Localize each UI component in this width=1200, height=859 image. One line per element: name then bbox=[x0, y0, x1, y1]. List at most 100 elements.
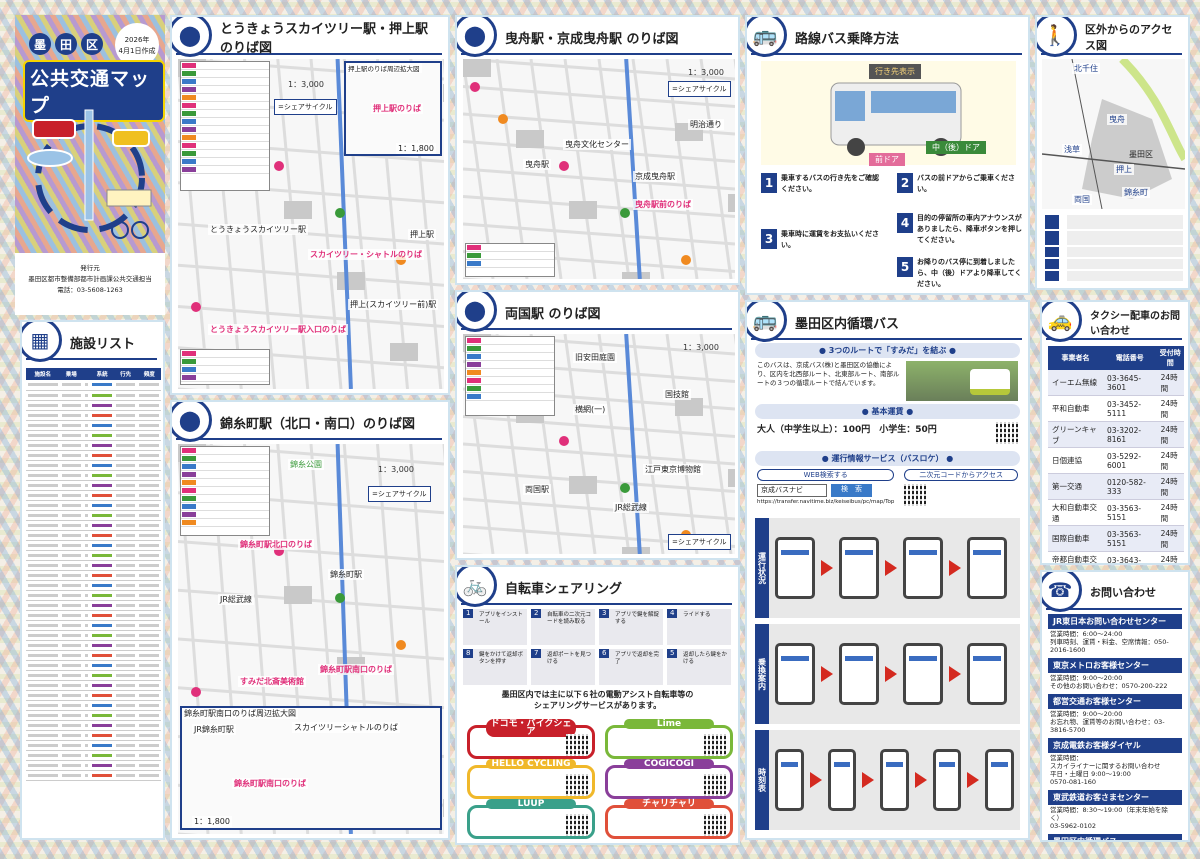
legend-row bbox=[466, 260, 554, 268]
phone-number[interactable]: 03-3643-6881 bbox=[1103, 551, 1157, 563]
table-row bbox=[26, 580, 161, 591]
cell-bar bbox=[139, 603, 159, 607]
cell-bar bbox=[115, 723, 136, 727]
cell-bar bbox=[92, 653, 112, 657]
qr-code[interactable] bbox=[566, 734, 588, 756]
cell-bar bbox=[28, 603, 58, 607]
phone-number[interactable]: 03-3563-5151 bbox=[1103, 499, 1157, 526]
table-cell bbox=[83, 730, 91, 741]
phone-screenshot bbox=[839, 643, 879, 705]
legend-row bbox=[181, 62, 269, 70]
table-cell bbox=[59, 710, 84, 721]
table-row bbox=[26, 650, 161, 661]
route-color bbox=[467, 245, 481, 250]
service-card[interactable]: ドコモ・バイクシェア bbox=[467, 719, 595, 759]
table-cell bbox=[26, 380, 60, 391]
step-number: 3 bbox=[599, 609, 610, 618]
service-card[interactable]: Lime bbox=[605, 719, 733, 759]
table-cell bbox=[113, 740, 138, 751]
qr-code[interactable] bbox=[904, 484, 927, 506]
map-label: 錦糸町駅南口のりば bbox=[232, 778, 308, 789]
phone-number[interactable]: 03-3452-5111 bbox=[1103, 395, 1157, 422]
bus-navi-url[interactable]: https://transfer.navitime.biz/keiseibus/… bbox=[757, 499, 895, 505]
table-cell bbox=[59, 620, 84, 631]
cell-bar bbox=[92, 713, 112, 717]
table-row bbox=[26, 700, 161, 711]
access-map[interactable]: 北千住 墨田区 押上 曳舟 錦糸町 両国 浅草 bbox=[1041, 56, 1188, 210]
row-label: 乗換案内 bbox=[755, 624, 769, 724]
table-cell bbox=[26, 730, 60, 741]
service-card[interactable]: HELLO CYCLING bbox=[467, 759, 595, 799]
legend-row bbox=[466, 345, 554, 353]
qr-code[interactable] bbox=[996, 422, 1018, 444]
table-row bbox=[26, 470, 161, 481]
qr-code[interactable] bbox=[566, 774, 588, 796]
col-header: 事業者名 bbox=[1048, 346, 1103, 370]
cell-bar bbox=[115, 583, 136, 587]
cell-bar bbox=[115, 433, 136, 437]
table-cell bbox=[137, 750, 161, 761]
qr-code[interactable] bbox=[704, 734, 726, 756]
map[interactable]: 1：3,000 =シェアサイクル 旧安田庭園 両国駅 横網(一) 国技館 江戸東… bbox=[461, 332, 738, 558]
cell-bar bbox=[92, 583, 112, 587]
cell-bar bbox=[61, 753, 82, 757]
table-cell bbox=[83, 630, 91, 641]
table-cell bbox=[26, 540, 60, 551]
table-cell bbox=[26, 760, 60, 771]
map[interactable]: 1：3,000 =シェアサイクル 曳舟文化センター 曳舟駅 京成曳舟駅 曳舟駅前… bbox=[461, 57, 738, 283]
facility-list-panel: ▦施設リスト 施設名乗場系統行先頻度 bbox=[20, 320, 165, 840]
cell-bar bbox=[115, 483, 136, 487]
cell-bar bbox=[85, 533, 89, 537]
table-cell bbox=[113, 720, 138, 731]
cell-bar bbox=[92, 773, 112, 777]
taxi-icon: 🚕 bbox=[1042, 302, 1082, 342]
station-label: 錦糸町駅 bbox=[328, 569, 364, 580]
cover-illustration bbox=[27, 109, 152, 239]
cell-bar bbox=[139, 433, 159, 437]
qr-code[interactable] bbox=[704, 814, 726, 836]
table-cell bbox=[113, 580, 138, 591]
cell-bar bbox=[85, 723, 89, 727]
cell-bar bbox=[28, 743, 58, 747]
cell-bar bbox=[139, 533, 159, 537]
service-card[interactable]: LUUP bbox=[467, 799, 595, 839]
cell-bar bbox=[92, 533, 112, 537]
qr-code[interactable] bbox=[566, 814, 588, 836]
phone-number[interactable]: 03-3563-5151 bbox=[1103, 525, 1157, 552]
qr-code[interactable] bbox=[704, 774, 726, 796]
hours: 24時間 bbox=[1156, 447, 1184, 474]
cell-bar bbox=[115, 663, 136, 667]
table-cell bbox=[113, 570, 138, 581]
table-cell bbox=[90, 600, 114, 611]
cell-bar bbox=[61, 563, 82, 567]
cell-bar bbox=[115, 633, 136, 637]
map-label: 押上駅のりば bbox=[371, 103, 423, 114]
service-card[interactable]: COGICOGI bbox=[605, 759, 733, 799]
phone-number[interactable]: 0120-582-333 bbox=[1103, 473, 1157, 500]
table-row bbox=[26, 590, 161, 601]
phone-number[interactable]: 03-3645-3601 bbox=[1103, 370, 1157, 396]
cell-bar bbox=[61, 523, 82, 527]
table-cell bbox=[26, 390, 60, 401]
map[interactable]: 1：3,000 =シェアサイクル 錦糸公園 錦糸町駅北口のりば 錦糸町駅 JR総… bbox=[176, 442, 448, 838]
phone-screenshot bbox=[903, 643, 943, 705]
map[interactable]: 1：3,000 =シェアサイクル 押上駅のりば周辺拡大図 押上駅のりば 1：1,… bbox=[176, 57, 448, 393]
table-cell bbox=[113, 490, 138, 501]
cell-bar bbox=[28, 483, 58, 487]
service-card[interactable]: チャリチャリ bbox=[605, 799, 733, 839]
phone-screenshot bbox=[903, 537, 943, 599]
cell-bar bbox=[115, 623, 136, 627]
table-row bbox=[26, 400, 161, 411]
table-cell bbox=[59, 740, 84, 751]
ward-char: 区 bbox=[81, 33, 103, 55]
cell-bar bbox=[61, 683, 82, 687]
cell-bar bbox=[139, 403, 159, 407]
panel-title: 自転車シェアリング bbox=[505, 581, 623, 597]
search-input[interactable]: 京成バスナビ bbox=[757, 484, 827, 497]
phone-number[interactable]: 03-5292-6001 bbox=[1103, 447, 1157, 474]
phone-number[interactable]: 03-3202-8161 bbox=[1103, 421, 1157, 448]
search-button[interactable]: 検 索 bbox=[831, 484, 872, 497]
